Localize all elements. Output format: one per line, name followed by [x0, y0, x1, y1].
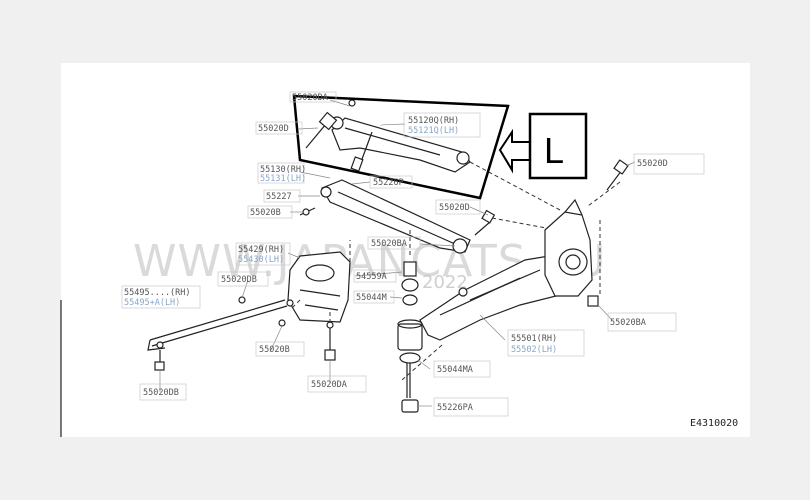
label-55020DA-top: 55020DA: [292, 93, 328, 103]
label-55495-rh: 55495....(RH): [124, 288, 191, 298]
callout-trapezoid: [292, 94, 510, 200]
diagram-sheet: [61, 63, 750, 437]
label-55430-lh: 55430(LH): [238, 255, 284, 265]
callout-box: [528, 112, 588, 180]
label-55044MA: 55044MA: [437, 365, 473, 375]
label-55020D-mid: 55020D: [439, 203, 470, 213]
label-55502-lh: 55502(LH): [511, 345, 557, 355]
label-55429-rh: 55429(RH): [238, 245, 284, 255]
label-55020DB-mid: 55020DB: [221, 275, 257, 285]
watermark-year: 2022: [422, 272, 468, 293]
callout-letter: L: [544, 130, 564, 171]
label-54559A: 54559A: [356, 272, 387, 282]
label-55020B-lower: 55020B: [259, 345, 290, 355]
nut-55020BA-right: [587, 295, 599, 307]
label-55226PA: 55226PA: [437, 403, 473, 413]
label-55121Q-lh: 55121Q(LH): [408, 126, 459, 136]
label-55020BA-mid: 55020BA: [371, 239, 407, 249]
label-55020D-upper: 55020D: [258, 124, 289, 134]
bolt-55020D-right: [606, 159, 629, 191]
label-55120Q-rh: 55120Q(RH): [408, 116, 459, 126]
shock-mount-bracket: [286, 251, 351, 361]
label-55020B-upper: 55020B: [250, 208, 281, 218]
part-labels: 55020DA 55020D 55120Q(RH) 55121Q(LH) 551…: [124, 93, 668, 413]
label-55226P: 55226P: [373, 178, 404, 188]
label-55020DA-lower: 55020DA: [311, 380, 347, 390]
label-55130-rh: 55130(RH): [260, 165, 306, 175]
label-55020BA-right: 55020BA: [610, 318, 646, 328]
label-55501-rh: 55501(RH): [511, 334, 557, 344]
label-55020D-right: 55020D: [637, 159, 668, 169]
bolt-55020D-upper: [305, 99, 356, 149]
guide-lines: [289, 161, 621, 381]
diagram-code: E4310020: [690, 418, 738, 429]
label-55495A-lh: 55495+A(LH): [124, 298, 180, 308]
label-55020DB-lower: 55020DB: [143, 388, 179, 398]
label-layer: [121, 91, 705, 417]
knuckle-hub: [544, 198, 593, 297]
lateral-rod: [147, 296, 288, 371]
label-55131-lh: 55131(LH): [260, 174, 306, 184]
label-55227: 55227: [266, 192, 292, 202]
label-55044M: 55044M: [356, 293, 387, 303]
shock-absorber-bushing: [397, 319, 423, 413]
spring-bump-stop: [401, 261, 419, 306]
